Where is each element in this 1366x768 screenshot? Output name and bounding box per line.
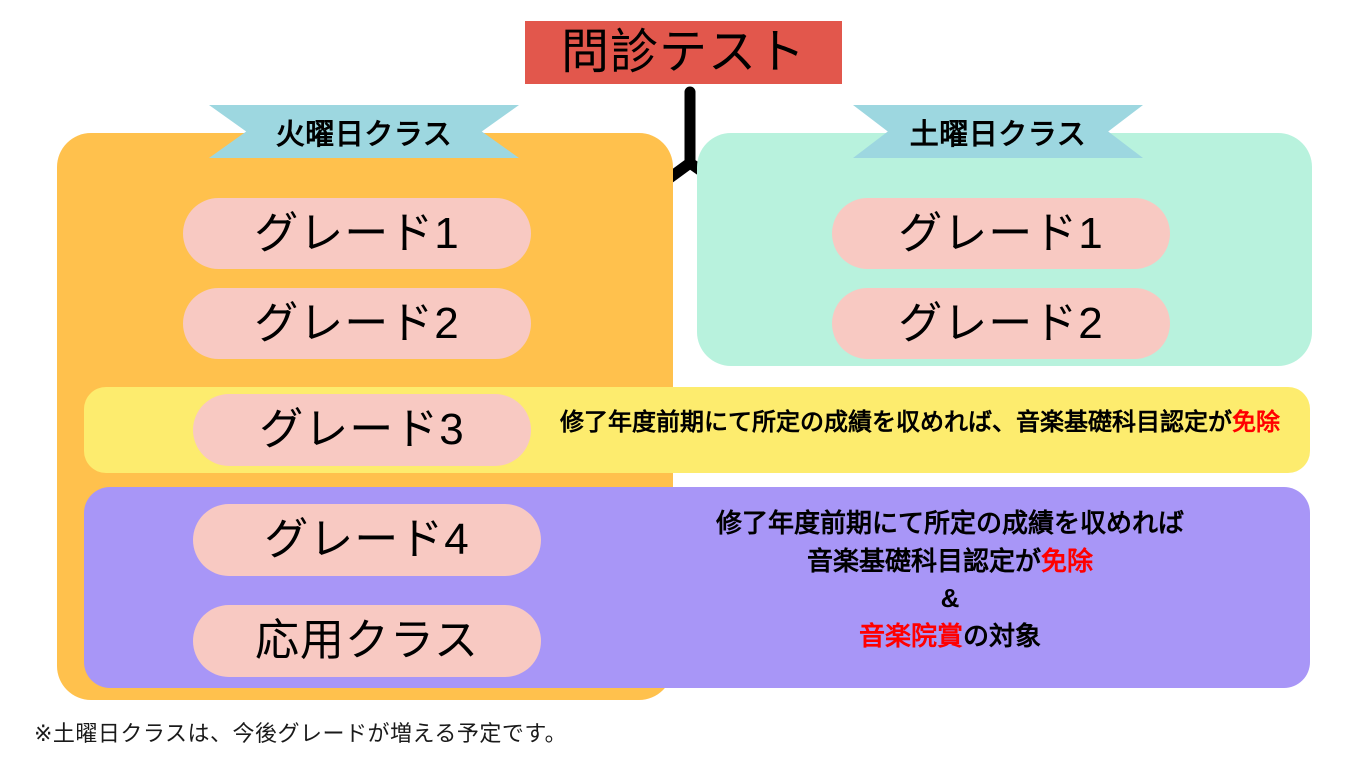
grade3-note-highlight: 免除 [1232,409,1280,436]
grade4-note-line-3: & [600,580,1300,618]
grade4-note-line-3-plain: & [940,583,960,614]
grade-3-pill: グレード3 [193,394,531,466]
grade3-note: 修了年度前期にて所定の成績を収めれば、音楽基礎科目認定が免除 [560,409,1300,438]
tuesday-grade-2-pill: グレード2 [183,288,531,359]
saturday-grade-2-label: グレード2 [898,298,1104,348]
tuesday-class-label: 火曜日クラス [275,118,453,151]
tuesday-grade-1-label: グレード1 [254,208,460,258]
grade4-note-line-2: 音楽基礎科目認定が免除 [600,543,1300,581]
applied-class-label: 応用クラス [254,616,480,665]
grade4-note: 修了年度前期にて所定の成績を収めれば 音楽基礎科目認定が免除 & 音楽院賞の対象 [600,505,1300,656]
grade3-note-plain: 修了年度前期にて所定の成績を収めれば、音楽基礎科目認定が [560,409,1232,436]
grade-4-pill: グレード4 [193,504,541,576]
grade4-note-line-1-plain: 修了年度前期にて所定の成績を収めれば [715,508,1184,538]
tuesday-class-banner: 火曜日クラス [209,105,519,158]
saturday-grade-2-pill: グレード2 [832,288,1170,359]
tuesday-grade-2-label: グレード2 [254,298,460,348]
footnote: ※土曜日クラスは、今後グレードが増える予定です。 [34,721,568,746]
saturday-grade-1-label: グレード1 [898,208,1104,258]
grade-3-label: グレード3 [259,405,465,454]
applied-class-pill: 応用クラス [193,605,541,677]
saturday-class-label: 土曜日クラス [909,118,1087,151]
page-title: 問診テスト [560,25,806,79]
grade4-note-line-2-plain: 音楽基礎科目認定が [806,545,1041,576]
grade4-note-line-2-highlight: 免除 [1041,545,1094,576]
saturday-grade-1-pill: グレード1 [832,198,1170,269]
diagram-title-box: 問診テスト [525,21,842,84]
grade-4-label: グレード4 [264,515,470,564]
grade4-note-line-4-highlight: 音楽院賞 [858,621,963,652]
grade4-note-line-4-plain: の対象 [963,621,1042,652]
tuesday-grade-1-pill: グレード1 [183,198,531,269]
grade4-note-line-1: 修了年度前期にて所定の成績を収めれば [600,505,1300,543]
saturday-class-banner: 土曜日クラス [853,105,1143,158]
grade4-note-line-4: 音楽院賞の対象 [600,618,1300,656]
